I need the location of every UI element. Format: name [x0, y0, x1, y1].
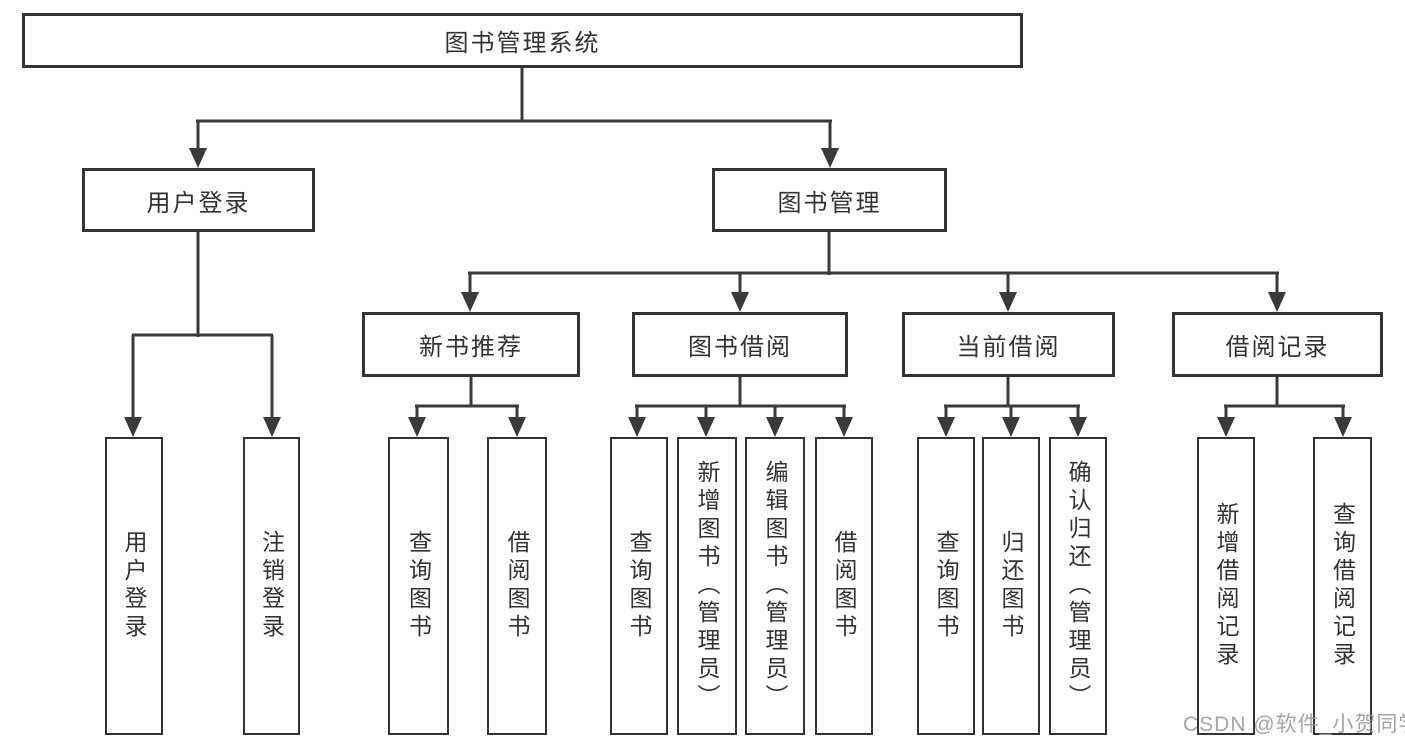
leaf-cb-query-books: 查询图书 [917, 437, 975, 735]
node-borrow-records: 借阅记录 [1172, 312, 1383, 377]
leaf-cb-confirm-return-admin: 确认归还（管理员） [1049, 437, 1107, 735]
node-user-login: 用户登录 [82, 168, 315, 232]
leaf-nbr-borrow-books: 借阅图书 [487, 437, 547, 735]
leaf-bb-borrow-books: 借阅图书 [815, 437, 873, 735]
leaf-bb-edit-books-admin: 编辑图书（管理员） [745, 437, 805, 735]
csdn-watermark: CSDN @软件_小贺同学 [1183, 713, 1405, 736]
leaf-user-login: 用户登录 [105, 437, 163, 735]
leaf-bb-add-books-admin: 新增图书（管理员） [677, 437, 737, 735]
leaf-nbr-query-books: 查询图书 [388, 437, 449, 735]
node-root: 图书管理系统 [22, 13, 1023, 68]
node-current-borrow: 当前借阅 [902, 312, 1115, 377]
leaf-br-add-record: 新增借阅记录 [1197, 437, 1255, 735]
leaf-cb-return-books: 归还图书 [982, 437, 1040, 735]
leaf-br-query-record: 查询借阅记录 [1313, 437, 1372, 735]
leaf-logout: 注销登录 [243, 437, 300, 735]
leaf-bb-query-books: 查询图书 [610, 437, 668, 735]
node-book-mgmt: 图书管理 [712, 168, 947, 232]
node-book-borrow: 图书借阅 [632, 312, 848, 377]
node-new-book-rec: 新书推荐 [362, 312, 580, 377]
